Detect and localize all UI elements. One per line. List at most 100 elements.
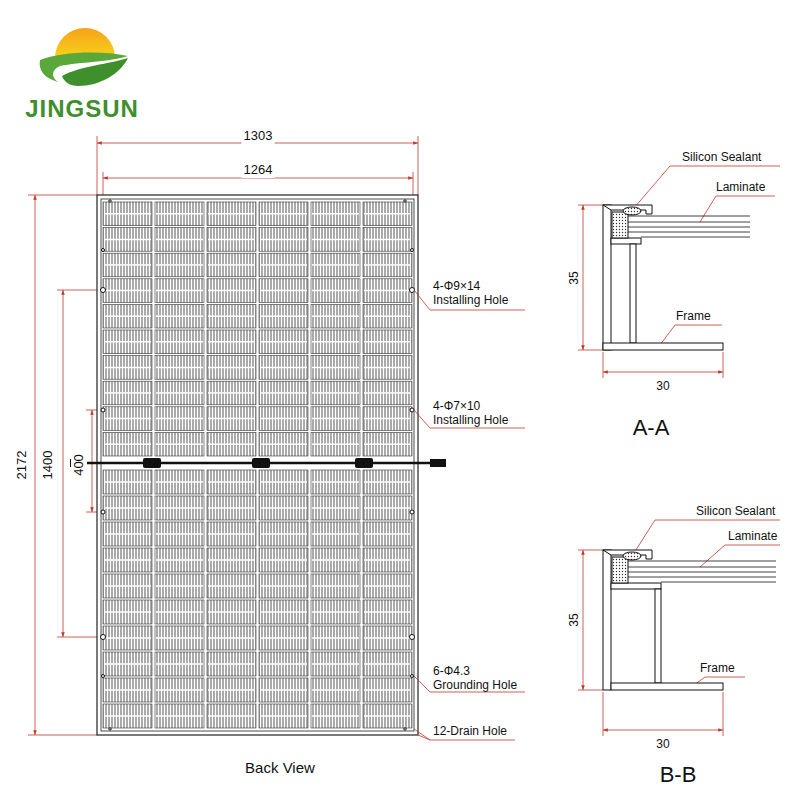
solar-cell [363, 356, 412, 380]
solar-cell [103, 574, 152, 598]
cell-gap [156, 264, 203, 266]
logo [40, 28, 128, 86]
solar-cell [155, 381, 204, 405]
solar-cell [311, 202, 360, 226]
solar-cell [207, 574, 256, 598]
cell-gap [260, 637, 307, 639]
cell-gap [156, 392, 203, 394]
solar-cell [311, 548, 360, 572]
solar-cell [207, 407, 256, 431]
cell-gap [260, 315, 307, 317]
cell-gap [208, 290, 255, 292]
cell-gap [104, 585, 151, 587]
solar-cell [363, 279, 412, 303]
cell-gap [156, 367, 203, 369]
cell-gap [156, 315, 203, 317]
cell-gap [156, 611, 203, 613]
cell-gap [312, 481, 359, 483]
cell-gap [104, 559, 151, 561]
cell-gap [104, 264, 151, 266]
solar-cell [311, 253, 360, 277]
cell-gap [208, 367, 255, 369]
solar-cell [259, 253, 308, 277]
cell-gap [208, 418, 255, 420]
cell-gap [364, 290, 411, 292]
dimension: 35 [567, 269, 581, 286]
dimension: 1303 [242, 128, 275, 144]
cell-gap [104, 290, 151, 292]
solar-cell [155, 228, 204, 252]
solar-cell [207, 548, 256, 572]
cell-gap [312, 585, 359, 587]
cell-gap [156, 715, 203, 717]
cell-gap [260, 290, 307, 292]
solar-cell [207, 704, 256, 728]
solar-cell [311, 279, 360, 303]
part-label: Silicon Sealant [696, 504, 775, 518]
solar-cell [103, 279, 152, 303]
solar-cell [207, 228, 256, 252]
solar-cell [103, 228, 152, 252]
cell-gap [156, 213, 203, 215]
solar-cell [259, 432, 308, 456]
solar-cells [103, 202, 412, 728]
solar-cell [259, 626, 308, 650]
hole-note: 4-Φ7×10 Installing Hole [433, 399, 529, 427]
cell-gap [208, 507, 255, 509]
solar-cell [311, 600, 360, 624]
cell-gap [260, 367, 307, 369]
cell-gap [208, 213, 255, 215]
solar-cell [259, 381, 308, 405]
cell-gap [104, 481, 151, 483]
dimension: 400 [71, 452, 87, 478]
dimension-lines [28, 136, 418, 735]
cell-gap [312, 689, 359, 691]
solar-cell [363, 496, 412, 520]
solar-cell [311, 304, 360, 328]
cell-gap [260, 663, 307, 665]
cell-gap [312, 315, 359, 317]
solar-cell [259, 228, 308, 252]
solar-cell [259, 356, 308, 380]
solar-cell [363, 381, 412, 405]
cell-gap [156, 637, 203, 639]
cell-gap [260, 418, 307, 420]
dimension: 35 [567, 611, 581, 628]
solar-cell [363, 228, 412, 252]
cell-gap [364, 611, 411, 613]
logo-text: JINGSUN [25, 94, 139, 123]
cell-gap [208, 585, 255, 587]
solar-cell [103, 600, 152, 624]
solar-cell [311, 678, 360, 702]
solar-cell [259, 522, 308, 546]
solar-cell [259, 496, 308, 520]
cell-gap [312, 392, 359, 394]
solar-cell [363, 253, 412, 277]
cell-gap [156, 239, 203, 241]
solar-cell [363, 626, 412, 650]
cell-gap [364, 392, 411, 394]
solar-cell [155, 652, 204, 676]
solar-cell [363, 652, 412, 676]
solar-cell [103, 202, 152, 226]
part-label: Silicon Sealant [682, 150, 761, 164]
solar-cell [155, 253, 204, 277]
part-label: Laminate [728, 529, 777, 543]
solar-cell [259, 202, 308, 226]
solar-cell [207, 522, 256, 546]
cell-gap [208, 715, 255, 717]
section-title: A-A [633, 415, 670, 441]
solar-cell [103, 407, 152, 431]
solar-cell [311, 704, 360, 728]
solar-cell [103, 381, 152, 405]
solar-cell [103, 470, 152, 494]
part-label: Frame [676, 309, 711, 323]
cell-gap [156, 507, 203, 509]
solar-cell [207, 432, 256, 456]
cell-gap [208, 264, 255, 266]
part-label: Frame [700, 661, 735, 675]
cell-gap [312, 611, 359, 613]
solar-cell [207, 652, 256, 676]
cell-gap [208, 559, 255, 561]
solar-cell [103, 330, 152, 354]
